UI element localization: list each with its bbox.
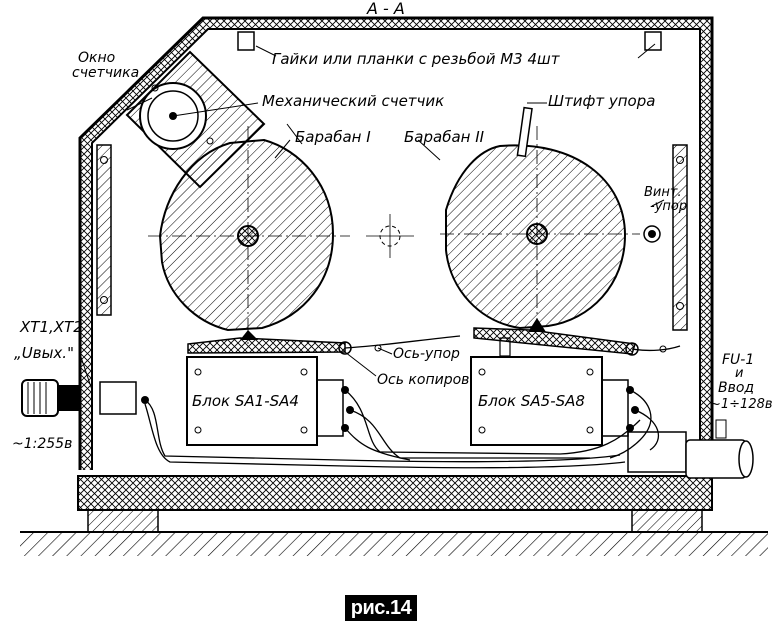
label-stop-pin: Штифт упора bbox=[548, 92, 655, 110]
label-axis-copiers: Ось копиров bbox=[377, 372, 469, 388]
label-counter-window: Окно bbox=[78, 50, 115, 66]
center-axis-mark bbox=[366, 214, 414, 258]
label-fu-3: Ввод bbox=[718, 380, 754, 396]
label-uout: „Uвых." bbox=[14, 344, 74, 362]
power-input bbox=[627, 419, 754, 479]
label-block-left: Блок SA1-SA4 bbox=[192, 392, 299, 410]
label-drum-2: Барабан II bbox=[404, 128, 485, 146]
label-uout-range: ~1:255в bbox=[12, 436, 72, 452]
annotation-labels: Гайки или планки с резьбой М3 4шт Окно с… bbox=[12, 50, 772, 452]
label-fu-4: ~1÷128в bbox=[710, 397, 772, 412]
leader-lines bbox=[79, 43, 656, 391]
label-xt: XT1,XT2 bbox=[19, 318, 83, 336]
lever-plates bbox=[187, 318, 667, 357]
label-fu-1: FU-1 bbox=[722, 352, 754, 368]
base-slab bbox=[77, 475, 713, 533]
drum-2 bbox=[440, 102, 640, 344]
svg-text:А - А: А - А bbox=[366, 0, 405, 18]
floor-ground bbox=[20, 531, 768, 556]
output-connector bbox=[21, 379, 149, 417]
label-screw-stop-2: -упор bbox=[650, 199, 687, 214]
figure-caption: рис.14 bbox=[345, 595, 417, 621]
label-axis-stop: Ось-упор bbox=[393, 346, 460, 362]
wiring bbox=[144, 335, 681, 469]
label-nuts: Гайки или планки с резьбой М3 4шт bbox=[272, 50, 561, 68]
label-block-right: Блок SA5-SA8 bbox=[478, 392, 585, 410]
label-mech-counter: Механический счетчик bbox=[262, 92, 444, 110]
drum-1 bbox=[148, 126, 350, 344]
label-drum-1: Барабан I bbox=[295, 128, 371, 146]
section-title: А - А bbox=[355, 0, 430, 19]
housing bbox=[78, 16, 714, 470]
label-screw-stop: Винт. bbox=[644, 185, 682, 200]
screw-stop bbox=[643, 199, 665, 243]
label-counter-window-2: счетчика bbox=[72, 65, 139, 81]
label-fu-2: и bbox=[735, 366, 743, 381]
block-sa5-sa8 bbox=[470, 356, 639, 446]
